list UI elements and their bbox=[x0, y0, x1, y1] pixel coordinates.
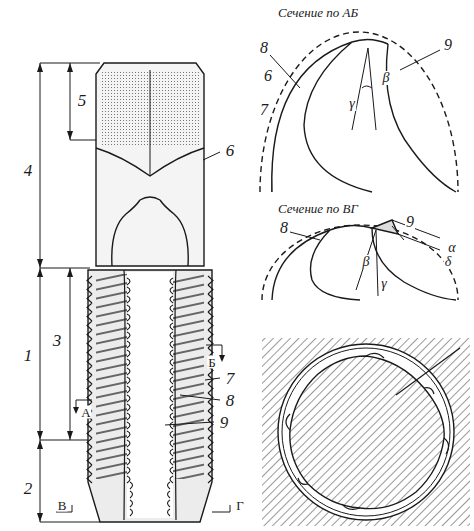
callout-number: А bbox=[80, 406, 91, 419]
callout-number: 8 bbox=[225, 392, 236, 409]
callout-number: 7 bbox=[259, 102, 269, 118]
thread-teeth bbox=[87, 276, 213, 516]
callout-number: В bbox=[57, 499, 68, 512]
section-title: Сечение по ВГ bbox=[277, 202, 359, 215]
callout-number: 3 bbox=[52, 332, 63, 349]
callout-number: 9 bbox=[443, 37, 453, 53]
callout-number: α bbox=[447, 241, 456, 255]
callout-number: Б bbox=[207, 356, 216, 369]
callout-number: 2 bbox=[23, 480, 34, 497]
section-title: Сечение по АБ bbox=[277, 6, 359, 19]
callout-number: 5 bbox=[77, 92, 88, 109]
callout-number: 6 bbox=[263, 68, 273, 84]
callout-number: 1 bbox=[23, 347, 34, 364]
callout-number: δ bbox=[444, 255, 453, 269]
callout-number: γ bbox=[380, 277, 388, 291]
callout-number: β bbox=[362, 255, 371, 269]
callout-number: β bbox=[382, 71, 391, 85]
callout-number: 4 bbox=[23, 162, 34, 179]
callout-number: 9 bbox=[219, 414, 230, 431]
callout-number: 9 bbox=[405, 214, 415, 230]
callout-number: Г bbox=[235, 499, 245, 512]
callout-number: 8 bbox=[259, 40, 269, 56]
callout-number: 8 bbox=[279, 220, 289, 236]
callout-number: γ bbox=[348, 97, 356, 111]
callout-number: 7 bbox=[225, 370, 236, 387]
callout-number: 6 bbox=[225, 142, 236, 159]
